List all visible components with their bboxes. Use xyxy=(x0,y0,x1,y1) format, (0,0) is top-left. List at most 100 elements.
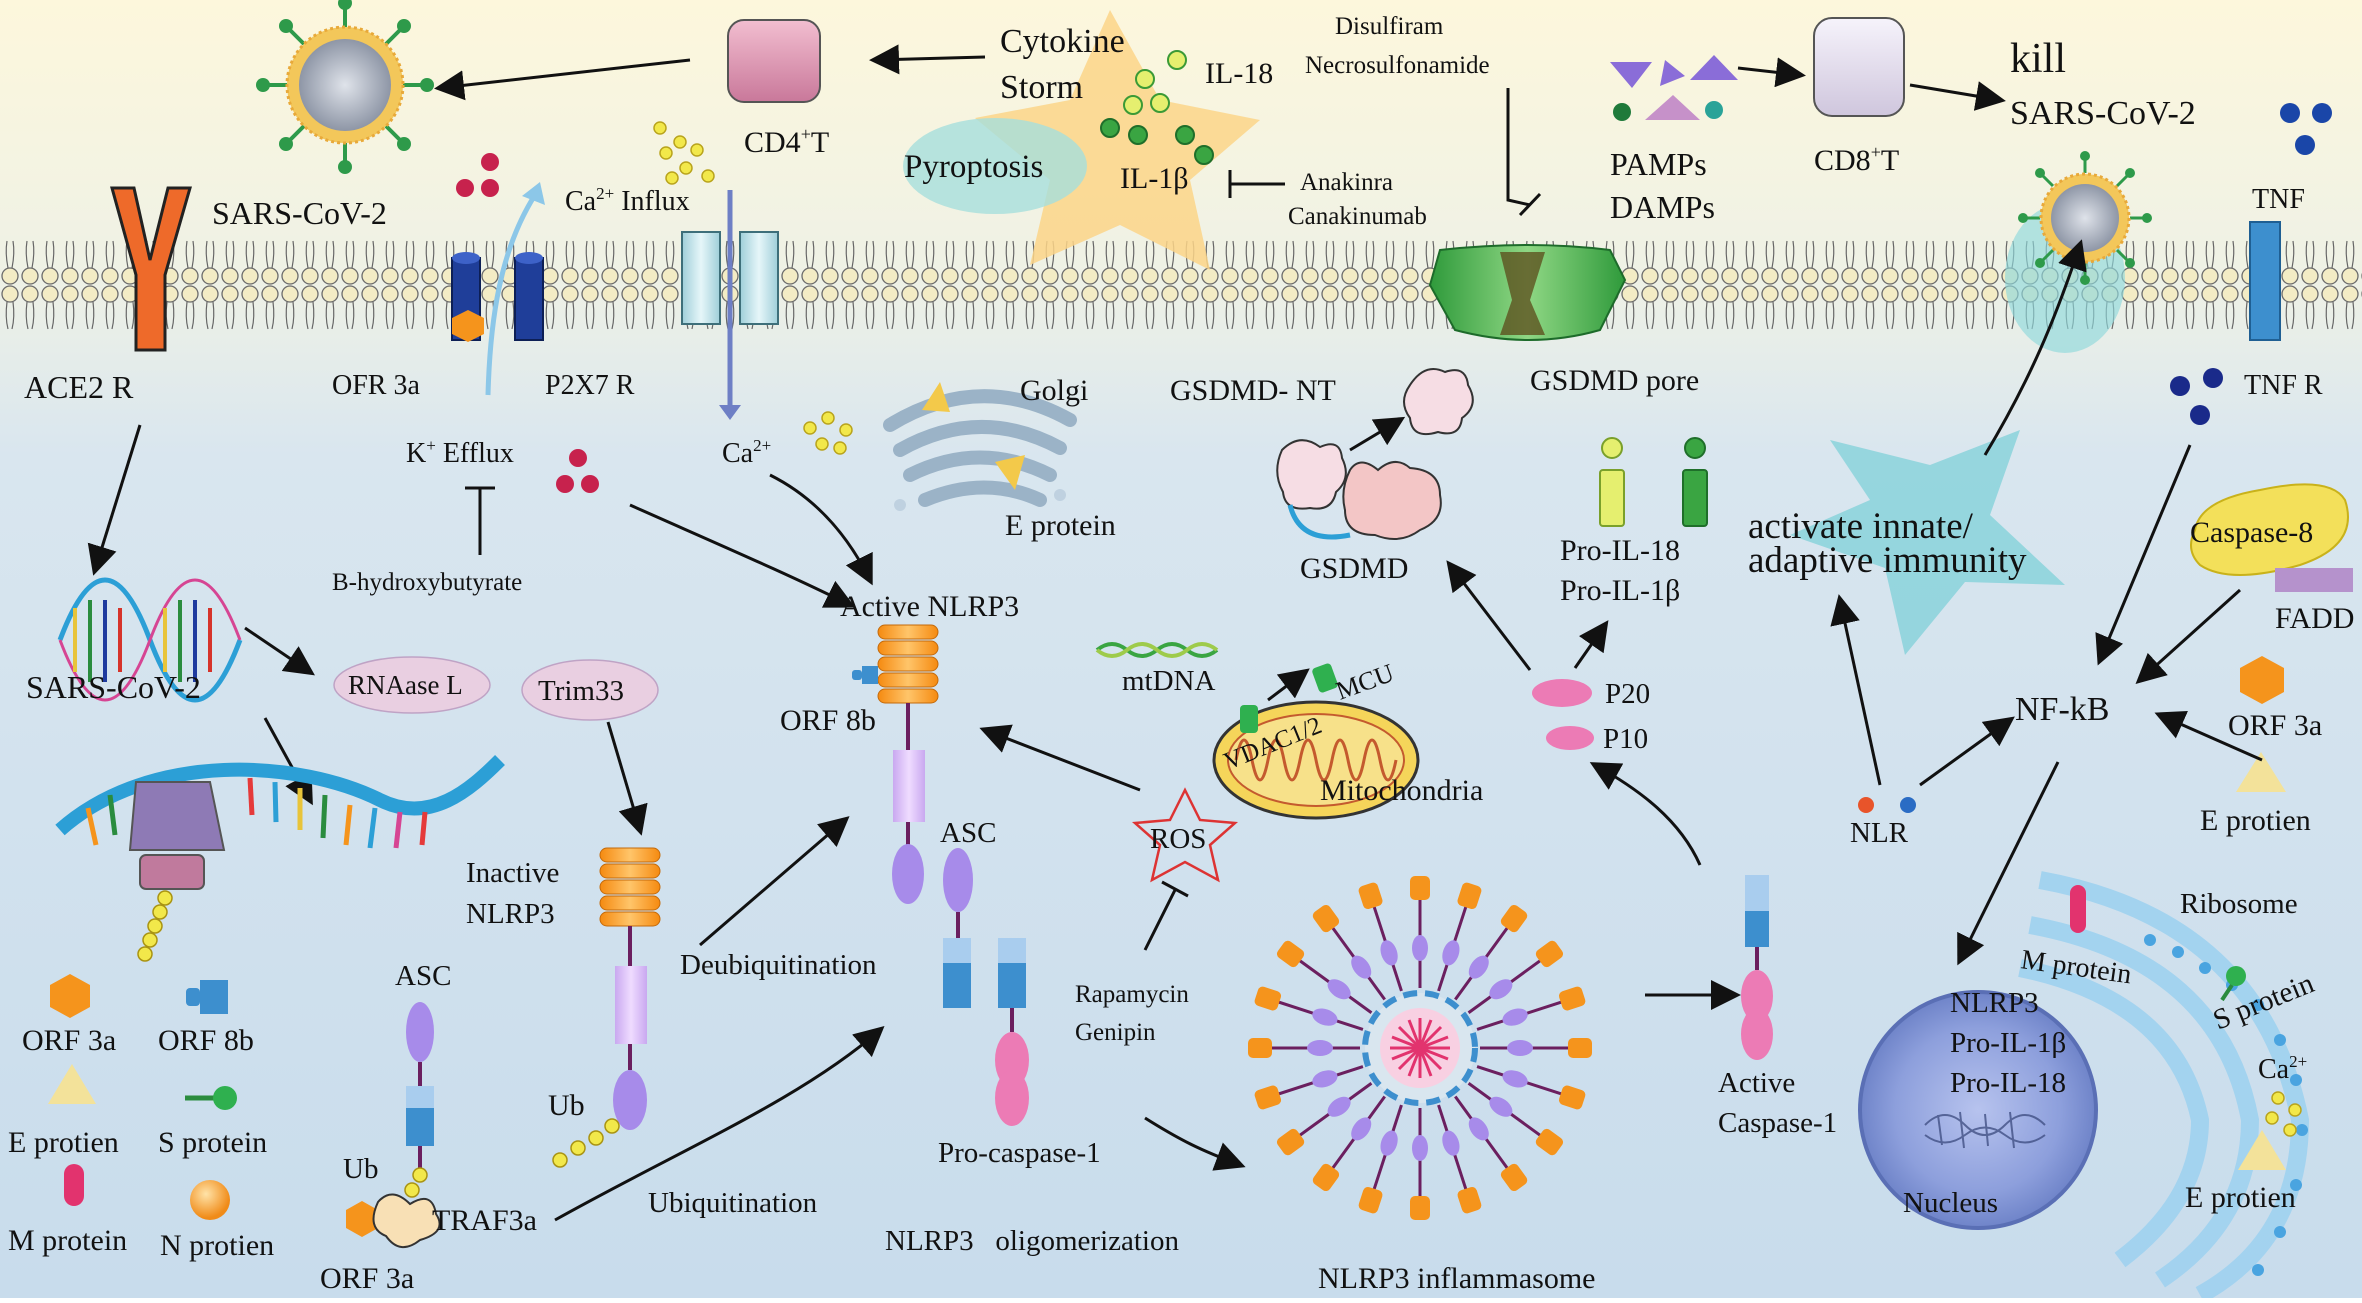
ub-dots-inactive xyxy=(552,1118,620,1168)
arrow-e-to-nfkb xyxy=(2154,710,2263,762)
cd4-t-cell-icon xyxy=(727,19,821,103)
caspase8-label: Caspase-8 xyxy=(2190,516,2313,549)
nucleus-proil1b-label: Pro-IL-1β xyxy=(1950,1027,2066,1059)
rapamycin-inhibit xyxy=(1143,889,1177,951)
rnaase-l-label: RNAase L xyxy=(348,670,463,700)
nlrp3-inflammasome-icon xyxy=(1248,876,1592,1220)
cytokine-label-1: Cytokine xyxy=(1000,23,1125,60)
canakinumab-label: Canakinumab xyxy=(1288,203,1427,230)
orf3a-bottom-icon xyxy=(346,1201,378,1237)
tnf-dots xyxy=(2280,103,2332,155)
ca-influx-label: Ca2+ Influx xyxy=(565,184,690,217)
inflammasome-nlrp3-head xyxy=(1358,1186,1383,1214)
arrow-nfkb-to-nucleus xyxy=(1957,761,2060,966)
legend-e-protien-label: E protien xyxy=(8,1126,119,1159)
arrow-rna-to-rnaase xyxy=(244,626,315,676)
orf3a-bottom-label: ORF 3a xyxy=(320,1262,414,1295)
tnf-r-label: TNF R xyxy=(2244,370,2323,401)
gsdmd-nt-label: GSDMD- NT xyxy=(1170,374,1336,407)
inactive-nlrp3-label-1: Inactive xyxy=(466,857,559,889)
pyroptosis-bubble xyxy=(903,118,1087,214)
oligomerization-label: NLRP3 oligomerization xyxy=(885,1225,1179,1257)
pro-il18-label: Pro-IL-18 xyxy=(1560,534,1680,567)
active-nlrp3-icon xyxy=(852,624,939,904)
mitochondria-icon xyxy=(1212,700,1420,820)
necrosulfonamide-label: Necrosulfonamide xyxy=(1305,52,1490,79)
inflammasome-nlrp3-head xyxy=(1248,1038,1272,1058)
damps-label: DAMPs xyxy=(1610,189,1715,225)
tnf-label: TNF xyxy=(2252,184,2305,215)
il18-dots xyxy=(1123,50,1187,115)
s-protein-right-stem xyxy=(2220,983,2234,1002)
arrow-star-to-virus xyxy=(1983,239,2087,456)
arrow-nlr-to-activate xyxy=(1830,594,1882,786)
rapamycin-inhibit-bar xyxy=(1161,880,1189,898)
pro-il18-icon xyxy=(1599,437,1625,527)
golgi-label: Golgi xyxy=(1020,374,1088,407)
inflammasome-asc-bead xyxy=(1312,1008,1338,1026)
legend-m-protein-icon xyxy=(64,1164,84,1206)
ofr3a-label: OFR 3a xyxy=(332,370,420,401)
k-ion-dots xyxy=(556,449,599,493)
inflammasome-asc-bead xyxy=(1468,955,1489,979)
arrow-nlr-to-nfkb xyxy=(1919,716,2015,787)
active-nlrp3-label: Active NLRP3 xyxy=(840,590,1019,623)
arrow-deubiquitination xyxy=(699,816,850,947)
arrow-casp-to-p20 xyxy=(1589,762,1702,866)
ribosome-dots xyxy=(2144,934,2308,1276)
ub2-label: Ub xyxy=(548,1089,585,1122)
inflammasome-nlrp3-head xyxy=(1254,1085,1282,1110)
inflammasome-asc-bead xyxy=(1412,1135,1428,1161)
asc-left-icon xyxy=(406,1002,434,1062)
inflammasome-nlrp3-head xyxy=(1312,904,1340,933)
inflammasome-asc-bead xyxy=(1380,1130,1398,1156)
nucleus-nlrp3-label: NLRP3 xyxy=(1950,987,2039,1019)
inflammasome-nlrp3-head xyxy=(1410,876,1430,900)
inflammasome-nlrp3-head xyxy=(1500,1163,1528,1192)
caspase8-icon xyxy=(2190,483,2349,576)
pyroptosis-label: Pyroptosis xyxy=(904,149,1043,185)
gsdmd-icon xyxy=(1276,439,1442,540)
inflammasome-nlrp3-head xyxy=(1410,1196,1430,1220)
pro-il1b-label: Pro-IL-1β xyxy=(1560,574,1680,607)
asc-center-icon xyxy=(943,848,973,912)
inflammasome-asc-bead xyxy=(1351,1117,1372,1141)
ribosome-label: Ribosome xyxy=(2180,888,2298,920)
sars-cov2-top-label: SARS-CoV-2 xyxy=(212,195,387,231)
activate-label-1: activate innate/ xyxy=(1748,506,1974,547)
activate-immunity-star xyxy=(1790,430,2065,655)
arrow-ros-to-nlrp3 xyxy=(979,724,1141,792)
orf3a-right-label: ORF 3a xyxy=(2228,709,2322,742)
inflammasome-nlrp3-head xyxy=(1276,1128,1305,1156)
e-protein-label: E protein xyxy=(1005,509,1116,542)
trim33-label: Trim33 xyxy=(538,675,624,707)
arrow-pamps-to-cd8 xyxy=(1737,57,1806,88)
legend-n-protien-label: N protien xyxy=(160,1229,274,1262)
k-ion-dots-top xyxy=(456,153,499,197)
arrow-p20-to-proil xyxy=(1573,620,1609,669)
inflammasome-asc-bead xyxy=(1442,1130,1460,1156)
inflammasome-asc-bead xyxy=(1327,979,1351,1000)
e-protien-right-icon xyxy=(2236,752,2286,792)
inflammasome-nlrp3-head xyxy=(1312,1163,1340,1192)
cd8-t-label: CD8+T xyxy=(1814,142,1899,177)
mcu-icon xyxy=(1312,663,1338,693)
inflammasome-label: NLRP3 inflammasome xyxy=(1318,1262,1595,1295)
inflammasome-nlrp3-head xyxy=(1276,940,1305,968)
ub-left-label: Ub xyxy=(343,1153,378,1185)
active-caspase-body-1 xyxy=(1741,970,1773,1022)
nlr-dot-blue xyxy=(1900,797,1916,813)
inactive-nlrp3-label-2: NLRP3 xyxy=(466,898,555,930)
mitochondria-label: Mitochondria xyxy=(1320,774,1483,807)
inflammasome-asc-bead xyxy=(1312,1070,1338,1088)
inflammasome-asc-bead xyxy=(1307,1040,1333,1056)
pro-caspase-label: Pro-caspase-1 xyxy=(938,1137,1101,1169)
tnf-r-dots xyxy=(2170,368,2223,425)
legend-s-protein-icon xyxy=(185,1086,237,1110)
inflammasome-nlrp3-head xyxy=(1500,904,1528,933)
il18-label: IL-18 xyxy=(1205,57,1273,90)
p10-label: P10 xyxy=(1603,723,1648,755)
orf3a-right-icon xyxy=(2240,656,2284,704)
arrow-mito-to-mcu xyxy=(1267,668,1310,702)
